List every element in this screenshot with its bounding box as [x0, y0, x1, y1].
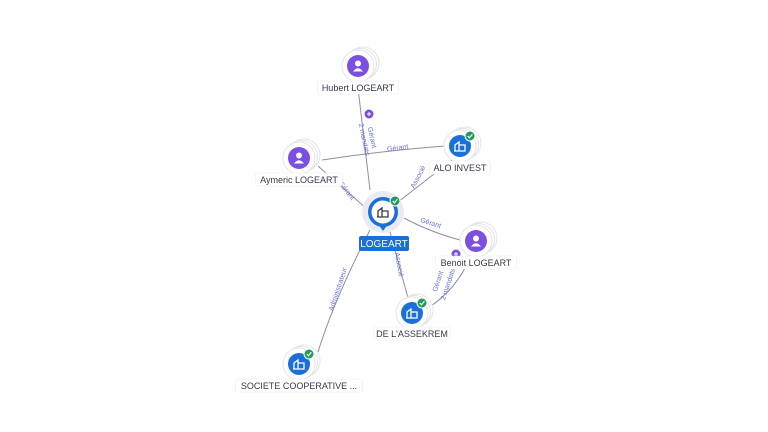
- center-label-bg: [359, 236, 409, 251]
- node-label-bg: [235, 378, 363, 393]
- node-label: Benoit LOGEART: [441, 258, 512, 268]
- node-label: DE L'ASSEKREM: [376, 329, 448, 339]
- node-alo[interactable]: ALO INVEST: [429, 126, 491, 175]
- building-icon: [288, 353, 310, 375]
- edge-label: Gérant: [387, 144, 409, 154]
- node-benoit[interactable]: Benoit LOGEART: [434, 221, 517, 270]
- person-icon: [288, 147, 310, 169]
- expand-hubert-icon[interactable]: [364, 109, 374, 119]
- person-icon: [347, 55, 369, 77]
- node-aymeric[interactable]: Aymeric LOGEART: [255, 138, 343, 187]
- node-label-bg: [316, 80, 399, 95]
- person-icon: [465, 230, 487, 252]
- verified-check-icon: [389, 195, 401, 207]
- node-label-bg: [434, 255, 517, 270]
- node-lassekrem[interactable]: DE L'ASSEKREM: [373, 293, 451, 341]
- edge-label: Associé: [393, 252, 404, 277]
- node-logeart[interactable]: LOGEART: [359, 191, 409, 251]
- node-societe[interactable]: SOCIETE COOPERATIVE ...: [235, 344, 363, 393]
- node-label: ALO INVEST: [433, 163, 487, 173]
- edge-label: Administrateur: [328, 266, 349, 312]
- node-label-bg: [255, 172, 343, 187]
- node-hubert[interactable]: Hubert LOGEART: [316, 46, 399, 95]
- building-icon: [401, 302, 423, 324]
- edge-label: Gérant: [366, 126, 377, 148]
- building-icon: [449, 135, 471, 157]
- nodes: Hubert LOGEART Aymeric LOGEART ALO INVEST B…: [235, 46, 517, 393]
- node-label: SOCIETE COOPERATIVE ...: [241, 381, 357, 391]
- node-label-bg: [373, 326, 451, 341]
- node-label: Aymeric LOGEART: [260, 175, 338, 185]
- building-icon: [377, 206, 389, 218]
- verified-check-icon: [464, 130, 476, 142]
- edge-hubert-logeart[interactable]: [357, 87, 371, 191]
- verified-check-icon: [416, 297, 428, 309]
- edge-benoit-logeart[interactable]: [403, 217, 461, 241]
- edge-aymeric-alo[interactable]: [321, 145, 446, 161]
- verified-check-icon: [303, 348, 315, 360]
- edge-label: Gérant: [419, 217, 442, 230]
- center-label: LOGEART: [360, 239, 408, 250]
- node-label: Hubert LOGEART: [322, 83, 395, 93]
- node-label-bg: [429, 160, 491, 175]
